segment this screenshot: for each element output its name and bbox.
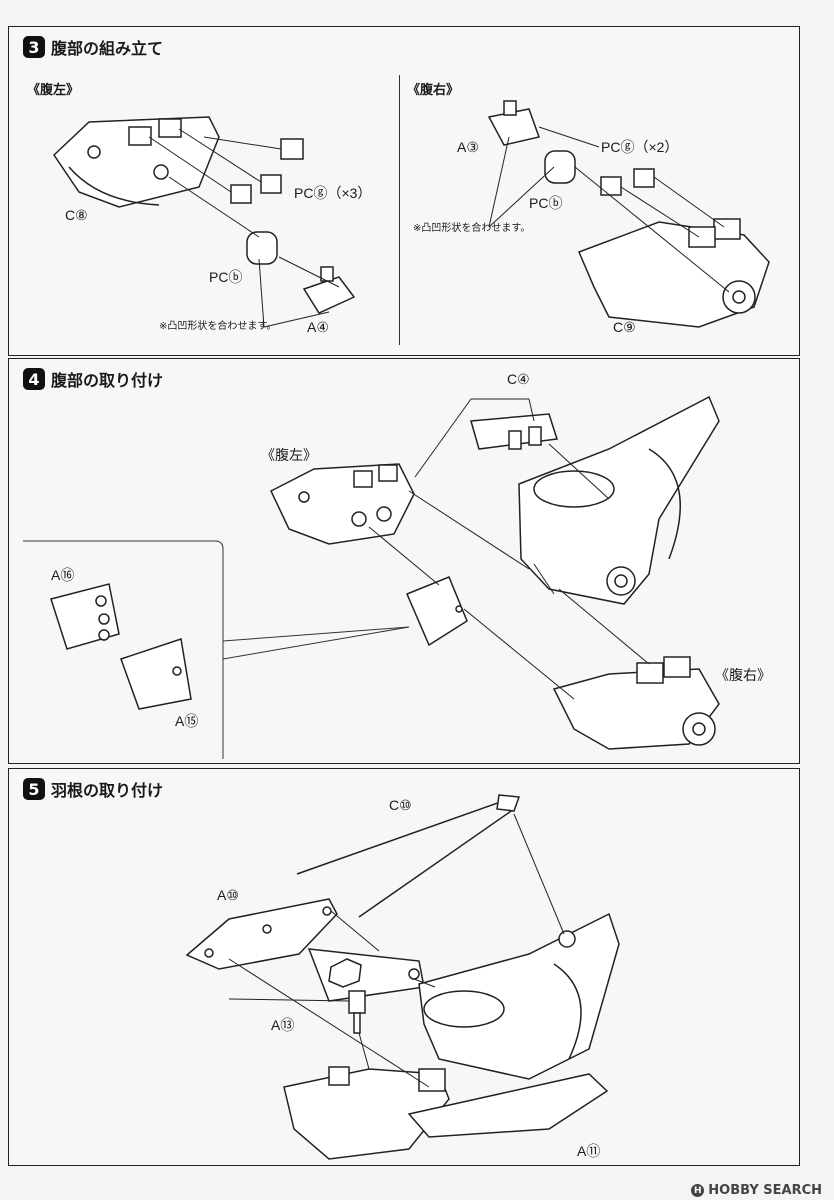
part-label-pcg-x2: PCⓖ（×2） <box>601 139 679 155</box>
step-4-number: 4 <box>23 368 45 390</box>
step-4-header: 4 腹部の取り付け <box>23 367 163 391</box>
part-label-c4: C④ <box>507 371 530 387</box>
note-left: ※凸凹形状を合わせます。 <box>159 321 277 332</box>
step-5-number: 5 <box>23 778 45 800</box>
step-4-illustration <box>23 395 720 759</box>
step-5-header: 5 羽根の取り付け <box>23 777 163 801</box>
hobby-search-watermark: H HOBBY SEARCH <box>691 1183 822 1198</box>
part-label-pcg-x3: PCⓖ（×3） <box>294 185 372 201</box>
step-3-left-label: 《腹左》 <box>27 83 80 98</box>
hobby-search-text: HOBBY SEARCH <box>708 1183 822 1198</box>
part-label-pcb-left: PCⓑ <box>209 269 243 285</box>
step-3-number: 3 <box>23 36 45 58</box>
part-label-pcb-right: PCⓑ <box>529 195 563 211</box>
part-label-a13: A⑬ <box>271 1017 295 1033</box>
step-4-panel: 4 腹部の取り付け <box>8 358 800 764</box>
part-label-a4: A④ <box>307 319 329 335</box>
step-3-divider <box>399 75 400 345</box>
part-label-a11: A⑪ <box>577 1143 601 1159</box>
part-label-a10: A⑩ <box>217 887 239 903</box>
step-3-right-label: 《腹右》 <box>407 83 460 98</box>
step-4-title: 腹部の取り付け <box>51 371 164 390</box>
step-4-right-label: 《腹右》 <box>715 667 771 683</box>
step-5-panel: 5 羽根の取り付け <box>8 768 800 1166</box>
step-3-title: 腹部の組み立て <box>51 39 164 58</box>
note-right: ※凸凹形状を合わせます。 <box>413 223 531 234</box>
part-label-c9: C⑨ <box>613 319 636 335</box>
part-label-a16: A⑯ <box>51 567 75 583</box>
step-3-panel: 3 腹部の組み立て 《腹左》 《腹右》 <box>8 26 800 356</box>
hobby-search-logo-icon: H <box>691 1184 705 1197</box>
step-3-header: 3 腹部の組み立て <box>23 35 163 59</box>
part-label-a3: A③ <box>457 139 479 155</box>
part-label-a15: A⑮ <box>175 713 199 729</box>
step-5-illustration <box>185 794 620 1160</box>
step-3-illustration <box>53 100 770 328</box>
part-label-c8: C⑧ <box>65 207 88 223</box>
part-label-c10: C⑩ <box>389 797 412 813</box>
step-5-title: 羽根の取り付け <box>51 781 164 800</box>
step-4-left-label: 《腹左》 <box>261 447 317 463</box>
